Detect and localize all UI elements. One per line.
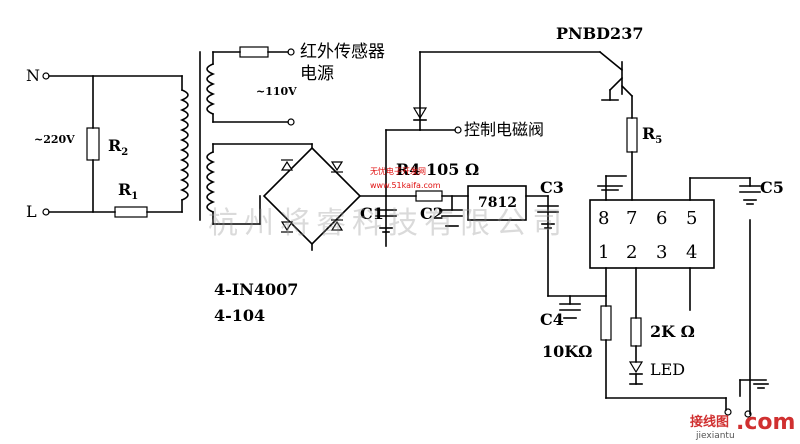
dc-supply <box>375 129 559 297</box>
watermark-corner-com: .com <box>736 410 796 435</box>
label-l: L <box>26 202 37 221</box>
secondary-bridge <box>206 143 313 225</box>
controller-ic <box>589 175 761 269</box>
watermark-corner-url: jiexiantu <box>696 431 735 441</box>
solenoid-drive <box>385 50 638 201</box>
label-r1: R1 <box>118 180 139 203</box>
label-110v: ~110V <box>256 85 297 98</box>
resistor-10k <box>600 305 612 341</box>
ic-pin-7: 7 <box>626 208 638 229</box>
secondary-110v <box>206 46 295 126</box>
terminal-l <box>42 208 50 216</box>
label-r2: R2 <box>108 136 129 159</box>
label-c3: C3 <box>540 178 564 197</box>
label-c1: C1 <box>360 204 384 223</box>
resistor-2k <box>630 317 642 347</box>
transformer-primary <box>179 88 189 202</box>
watermark-corner-cn: 接线图 <box>690 415 730 430</box>
ic-pin-2: 2 <box>626 242 638 263</box>
label-c5: C5 <box>760 178 784 197</box>
resistor-r2 <box>86 127 100 161</box>
mains-input <box>42 72 183 218</box>
regulator-7812 <box>467 185 527 221</box>
ic-pin-5: 5 <box>686 208 698 229</box>
label-diodes: 4-IN4007 <box>214 280 299 299</box>
label-power: 电源 <box>300 64 334 84</box>
output-section <box>547 219 769 418</box>
label-n: N <box>26 66 40 85</box>
ic-pin-1: 1 <box>598 242 610 263</box>
bridge-rectifier <box>262 146 387 251</box>
ic-pin-6: 6 <box>656 208 668 229</box>
led-diode <box>628 361 644 374</box>
label-c4: C4 <box>540 310 564 329</box>
watermark-company: 杭州将睿科技有限公司 <box>208 206 568 241</box>
label-7812: 7812 <box>478 195 517 211</box>
resistor-r5 <box>626 117 638 153</box>
label-220v: ~220V <box>34 133 75 146</box>
watermark-red-title: 无忧电子开发网 <box>370 167 426 176</box>
label-r5: R5 <box>642 124 663 147</box>
label-ir-sensor: 红外传感器 <box>300 42 385 62</box>
label-r4: R4 105 Ω <box>396 160 480 179</box>
label-solenoid: 控制电磁阀 <box>464 120 545 139</box>
label-led: LED <box>650 360 686 379</box>
label-2k: 2K Ω <box>650 322 695 341</box>
fuse-sensor-supply <box>239 46 269 58</box>
ic-pin-4: 4 <box>686 242 698 263</box>
label-c2: C2 <box>420 204 444 223</box>
watermark-red-url: www.51kaifa.com <box>370 181 441 190</box>
ic-pin-8: 8 <box>598 208 610 229</box>
label-10k: 10KΩ <box>542 342 593 361</box>
label-pnbd237: PNBD237 <box>556 24 644 43</box>
label-caps: 4-104 <box>214 306 266 325</box>
terminal-n <box>42 72 50 80</box>
resistor-r1 <box>114 206 148 218</box>
ic-pin-3: 3 <box>656 242 668 263</box>
